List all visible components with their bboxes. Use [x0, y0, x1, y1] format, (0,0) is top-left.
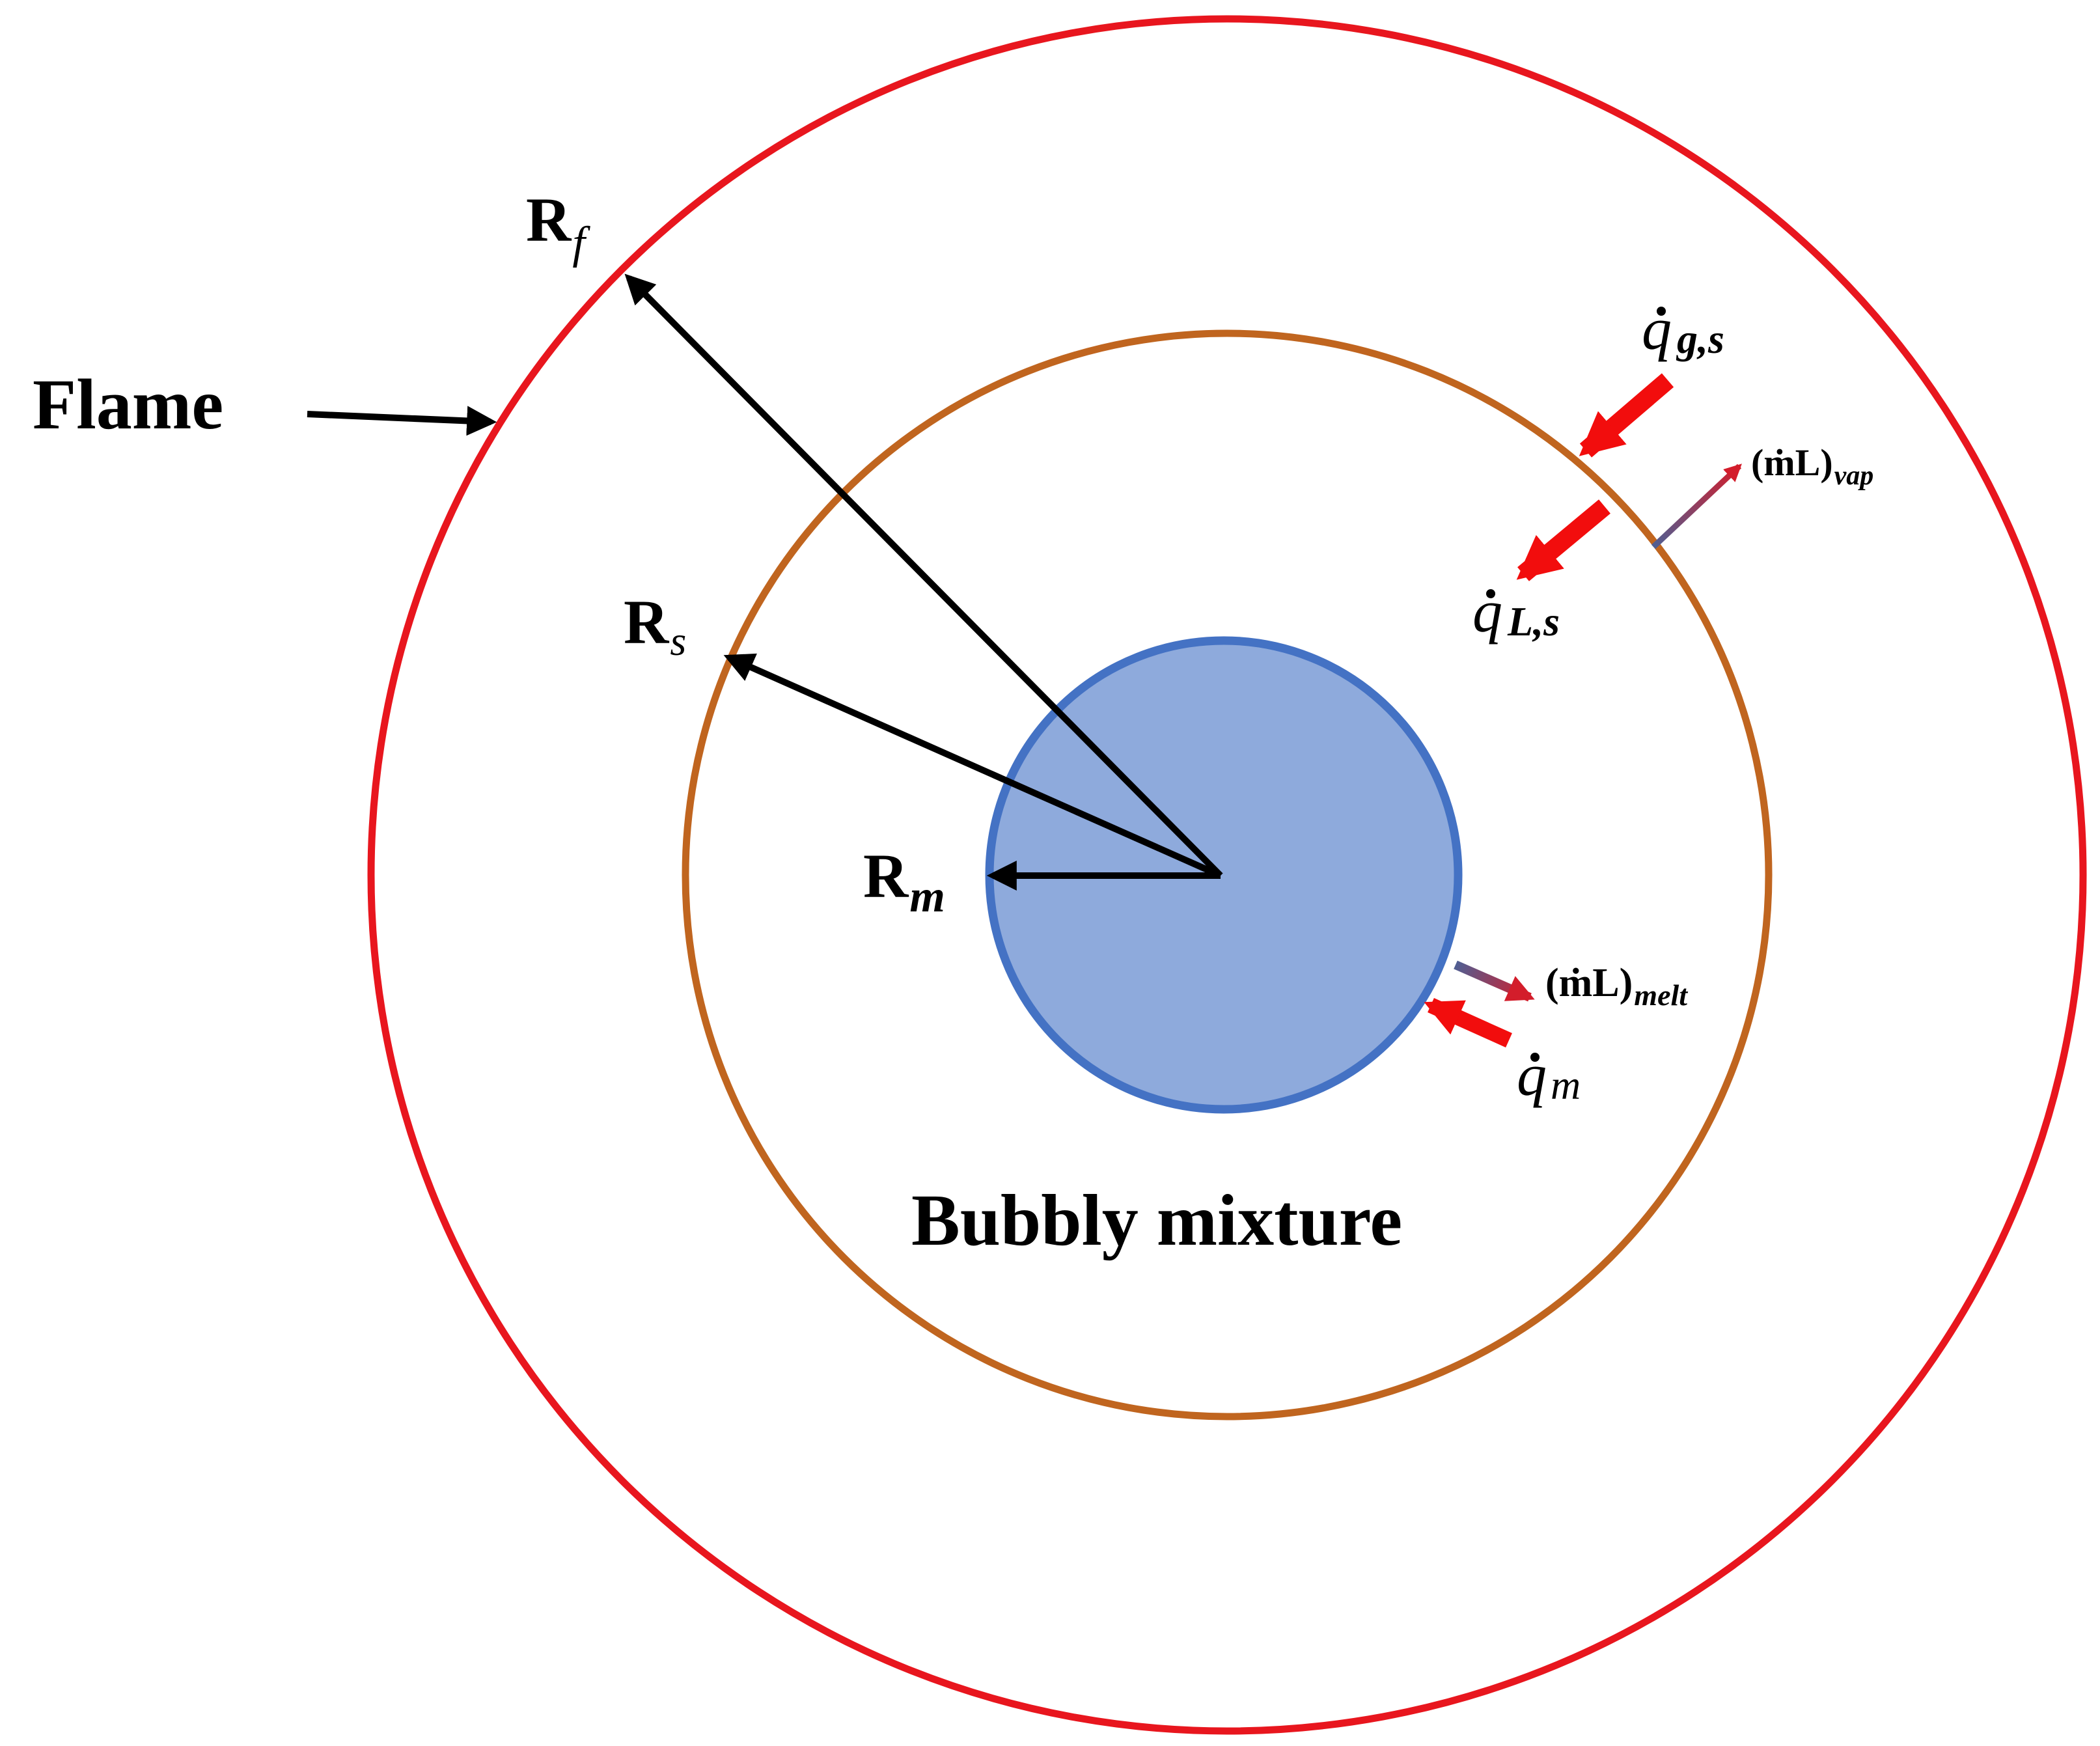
svg-text:qm: qm [1517, 1042, 1581, 1108]
heat-flux-melt-arrow [1424, 998, 1512, 1047]
label-mdotl-vap-main: (ṁL) [1751, 441, 1833, 484]
flame-ring [367, 15, 2087, 1735]
vaporization-arrow [1651, 464, 1742, 549]
label-mdotl-melt: (ṁL)melt [1545, 961, 1688, 1012]
label-q-gs-main: q [1642, 296, 1672, 362]
radius-rf-arrow [624, 273, 1223, 878]
heat-flux-liquid-arrow [1516, 499, 1610, 581]
radius-rs-arrow [723, 653, 1223, 879]
q-m-dot [1530, 1053, 1540, 1062]
label-rf-main: R [526, 185, 572, 255]
label-rf: Rf [526, 185, 590, 268]
heat-flux-gas-arrow [1579, 373, 1674, 458]
flame-pointer-arrow [307, 406, 497, 436]
mixture-label: Bubbly mixture [911, 1180, 1402, 1261]
label-q-m-sub: m [1551, 1062, 1581, 1108]
label-rm-main: R [863, 841, 909, 911]
surface-ring [682, 329, 1773, 1420]
label-rf-sub: f [572, 218, 590, 268]
label-mdotl-vap-sub: vap [1834, 461, 1874, 491]
q-ls-dot [1486, 589, 1495, 598]
label-q-ls-main: q [1472, 578, 1502, 644]
label-q-gs-sub: g,s [1676, 316, 1724, 362]
label-rs: Rs [624, 587, 686, 664]
label-q-m-main: q [1517, 1042, 1547, 1108]
flame-label: Flame [33, 365, 223, 444]
svg-text:qg,s: qg,s [1642, 296, 1724, 362]
label-rs-main: R [624, 587, 670, 657]
q-gs-dot [1657, 307, 1666, 316]
label-mdotl-melt-main: (ṁL) [1545, 961, 1633, 1005]
label-q-m: qm [1517, 1042, 1581, 1108]
svg-text:qL,s: qL,s [1472, 578, 1560, 644]
label-rm-sub: m [909, 872, 945, 922]
label-q-ls-sub: L,s [1507, 598, 1560, 644]
melting-arrow [1454, 960, 1535, 1002]
label-mdotl-melt-sub: melt [1634, 978, 1688, 1012]
label-rm: Rm [863, 841, 945, 922]
label-rs-sub: s [670, 618, 686, 664]
label-mdotl-vap: (ṁL)vap [1751, 441, 1873, 491]
